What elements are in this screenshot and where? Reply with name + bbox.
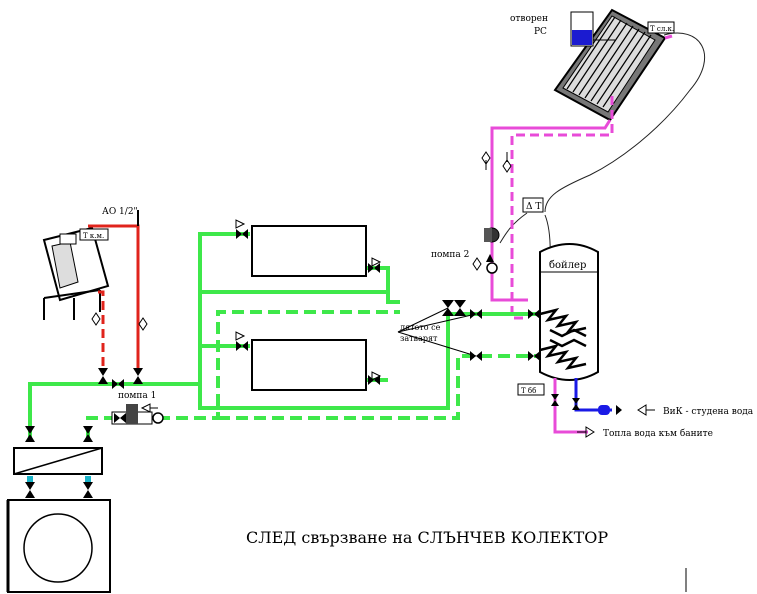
expansion-vessel-icon [570, 11, 615, 47]
boiler-label: бойлер [549, 260, 586, 271]
pump2-arrow-icon [472, 257, 482, 271]
t-collector-label: Т сл.к. [650, 25, 674, 33]
boiler-tank-icon [539, 243, 599, 381]
hot-water-arrow-icon [577, 426, 595, 438]
ao-label: АО 1/2" [102, 207, 138, 217]
cold-water-label: ВиК - студена вода [663, 407, 754, 417]
sensor-wire-collector [544, 32, 706, 213]
heat-exchanger-icon [13, 447, 103, 475]
t-boiler-bottom-box [517, 383, 545, 396]
cold-water-valve-icon [572, 398, 622, 415]
pump1-arrow-icon [140, 403, 158, 413]
delta-t-label: Δ Т [526, 202, 541, 212]
pump2-icon [484, 227, 500, 274]
green-return-pipe-2 [218, 354, 540, 420]
pump2-label: помпа 2 [431, 250, 469, 260]
sensor-wire-pump [499, 212, 528, 244]
summer-label-line2: затварят [400, 334, 438, 343]
vessel-open-label: отворен [510, 14, 548, 24]
summer-pointer-3 [397, 307, 449, 333]
gas-boiler-icon [6, 499, 111, 593]
solar-arrow-up-icon [481, 151, 491, 170]
solar-return-pipe [510, 96, 614, 250]
solar-supply-pipe [490, 34, 673, 250]
summer-pointer-2 [397, 331, 477, 357]
exchanger-valves-icon [25, 426, 93, 498]
solar-pipe-from-boiler [510, 250, 528, 320]
summer-label-line1: лятото се [400, 323, 441, 332]
radiator-valve-icon [236, 229, 380, 385]
summer-valves-icon [442, 300, 540, 361]
solar-collector-icon [553, 8, 667, 122]
radiator-arrow-icon [235, 219, 382, 381]
hot-water-valve-icon [551, 394, 559, 406]
hot-water-pipe [553, 378, 588, 434]
pump1-label: помпа 1 [118, 391, 156, 401]
summer-pointer-1 [397, 313, 477, 333]
red-arrow-icon [91, 312, 148, 331]
radiator-1-icon [251, 225, 367, 277]
main-valve-icon [98, 368, 143, 389]
radiator1-return-riser [367, 266, 390, 292]
t-boiler-fire-box [79, 228, 109, 241]
solar-arrow-down-icon [502, 152, 512, 173]
t-boiler-fire-label: Т к.м. [83, 232, 104, 240]
vessel-rs-label: РС [534, 27, 547, 37]
pump1-icon [111, 404, 164, 425]
radiator-2-icon [251, 339, 367, 391]
t-collector-box [647, 21, 675, 34]
red-return-pipe [98, 290, 105, 372]
diagram-title: СЛЕД свързване на СЛЪНЧЕВ КОЛЕКТОР [246, 528, 608, 547]
solar-pipe-to-boiler [490, 250, 528, 302]
hot-water-label: Топла вода към баните [603, 428, 713, 439]
cold-water-arrow-icon [637, 404, 655, 416]
solid-fuel-boiler-icon [42, 226, 110, 320]
delta-t-controller [522, 197, 544, 213]
t-boiler-bottom-label: Т бб [521, 387, 536, 395]
radiator1-supply [198, 232, 250, 292]
